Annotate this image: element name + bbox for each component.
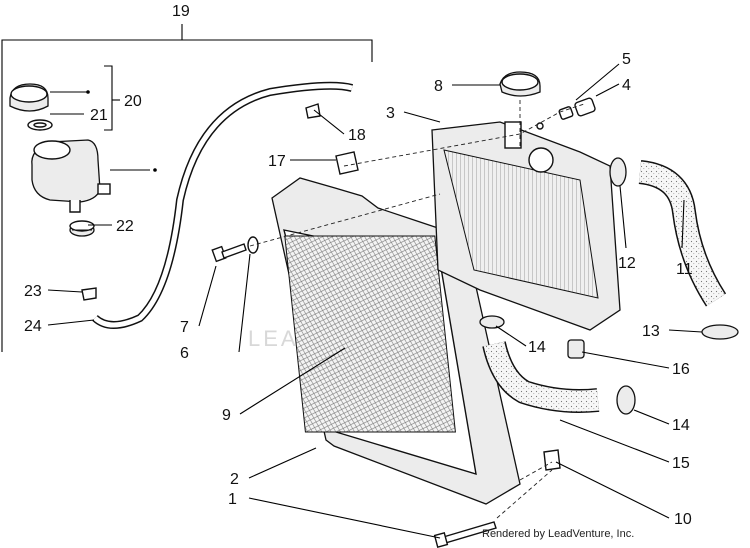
expansion-tank-cap [9, 83, 49, 112]
group-bracket-19 [1, 39, 373, 352]
callout-24: 24 [24, 318, 42, 335]
callout-16: 16 [672, 361, 690, 378]
bleed-screw [574, 97, 596, 117]
render-credit: Rendered by LeadVenture, Inc. [482, 528, 634, 540]
expansion-tank [31, 139, 111, 213]
callout-18: 18 [348, 127, 366, 144]
hose-clip-18 [305, 103, 321, 119]
leader-lines [47, 63, 703, 539]
callout-7: 7 [180, 319, 189, 336]
callout-2: 2 [230, 471, 239, 488]
bolt-7 [211, 243, 247, 263]
hose-clamp-14a [479, 315, 505, 329]
nut-clip-10 [543, 449, 561, 471]
spring-clamp-22 [69, 220, 95, 237]
callout-1: 1 [228, 491, 237, 508]
callout-23: 23 [24, 283, 42, 300]
callout-11: 11 [676, 261, 693, 278]
callout-14-lower: 14 [672, 417, 690, 434]
lower-hose [482, 341, 600, 413]
callout-12: 12 [618, 255, 636, 272]
washer-5 [558, 106, 574, 120]
callout-17: 17 [268, 153, 286, 170]
hose-clamp-13 [701, 324, 739, 340]
callout-21: 21 [90, 107, 108, 124]
callout-19: 19 [172, 3, 190, 20]
spacer-16 [567, 339, 585, 359]
callout-8: 8 [434, 78, 443, 95]
bracket-20 [104, 65, 113, 131]
hose-clamp-14b [616, 385, 636, 415]
callout-6: 6 [180, 345, 189, 362]
callout-10: 10 [674, 511, 692, 528]
callout-5: 5 [622, 51, 631, 68]
nut-clip-17 [335, 151, 359, 175]
callout-15: 15 [672, 455, 690, 472]
upper-hose [638, 160, 727, 307]
bolt-1 [433, 521, 497, 548]
callout-22: 22 [116, 218, 134, 235]
hose-clip-23 [81, 287, 97, 301]
callout-4: 4 [622, 77, 631, 94]
radiator-cap [499, 71, 541, 97]
callout-13: 13 [642, 323, 660, 340]
callout-20: 20 [124, 93, 142, 110]
radiator-core [431, 121, 621, 331]
callout-3: 3 [386, 105, 395, 122]
hose-clamp-12 [609, 157, 627, 187]
callout-14-upper: 14 [528, 339, 546, 356]
callout-9: 9 [222, 407, 231, 424]
